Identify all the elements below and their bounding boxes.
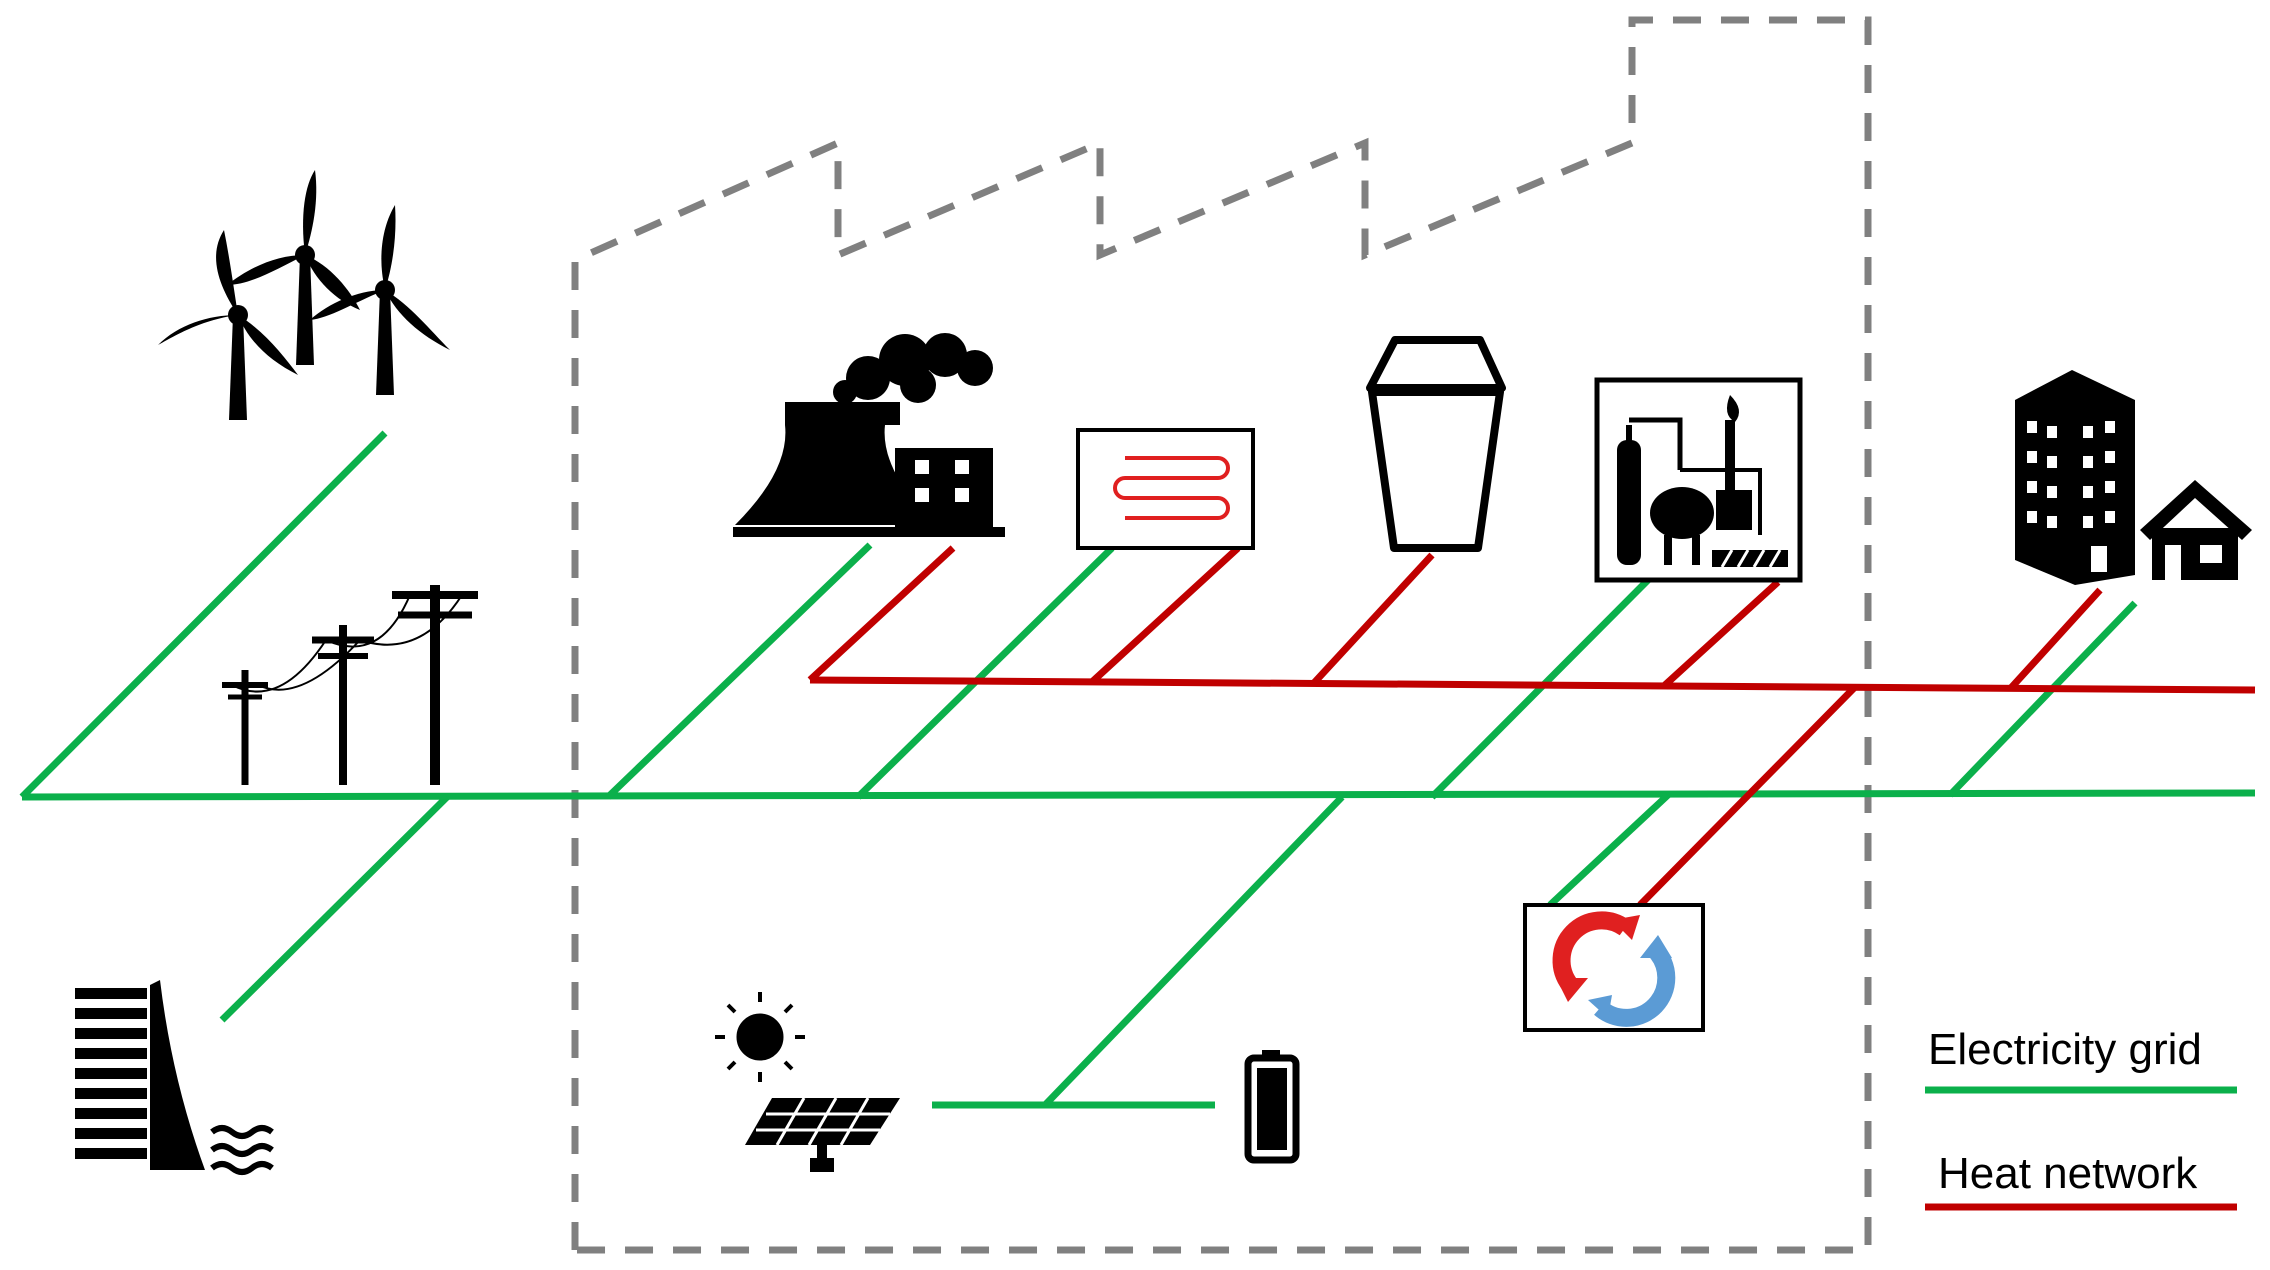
heat-network (807, 545, 2256, 908)
legend: Electricity grid Heat network (1925, 1025, 2237, 1211)
wind-turbines-icon (158, 170, 450, 420)
electric-heater-icon (1076, 428, 1255, 550)
power-plant-icon (733, 333, 1005, 537)
heat-pump-icon (1523, 903, 1705, 1032)
battery-icon (1244, 1050, 1300, 1164)
sun-icon (715, 992, 805, 1082)
site-boundary (571, 16, 1872, 1254)
hydro-dam-icon (75, 980, 274, 1175)
industrial-process-icon (1594, 377, 1803, 583)
thermal-storage-tank-icon (1366, 336, 1506, 552)
legend-electricity-label: Electricity grid (1928, 1025, 2202, 1074)
buildings-icon (2015, 370, 2135, 585)
solar-panel-icon (745, 1097, 900, 1172)
power-lines-icon (222, 585, 478, 785)
legend-heat-label: Heat network (1938, 1149, 2198, 1198)
house-icon (2140, 480, 2252, 580)
